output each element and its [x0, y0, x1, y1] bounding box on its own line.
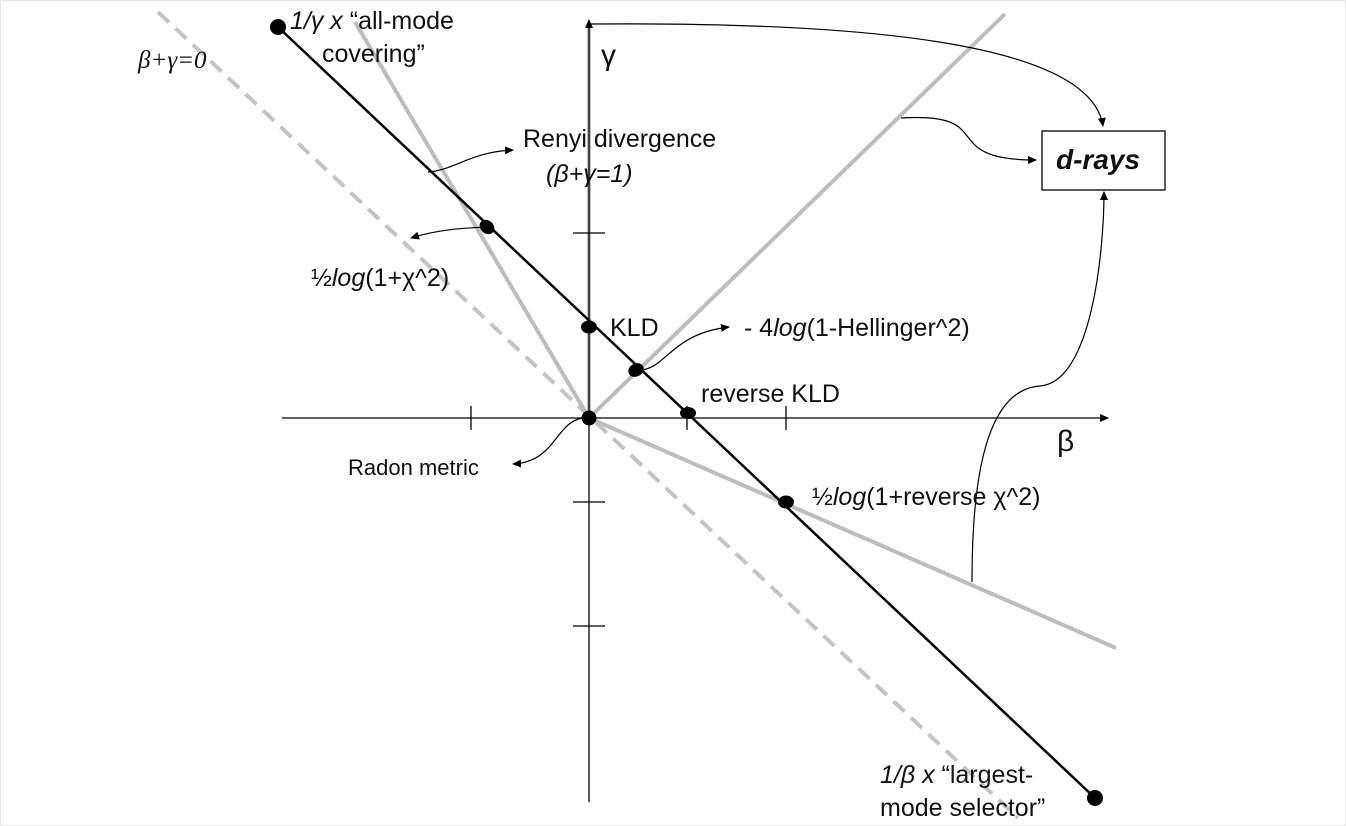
- ray-positive-diagonal: [587, 12, 1007, 420]
- bottom-end-label: 1/β x “largest-: [880, 761, 1033, 789]
- chi-pointer-arrow: [410, 226, 488, 240]
- rchi-half: ½: [812, 483, 833, 511]
- d-rays-box: [1041, 130, 1166, 191]
- beta-axis-label: β: [1057, 425, 1075, 458]
- hellinger-label: - 4log(1-Hellinger^2): [744, 314, 970, 342]
- half-log-chi-half: ½: [311, 264, 332, 292]
- half-log-chi-rest: (1+χ^2): [365, 264, 450, 292]
- d-rays-label: d-rays: [1056, 144, 1141, 175]
- hellinger-rest: (1-Hellinger^2): [806, 314, 970, 342]
- point-reverse-chi: [778, 495, 794, 509]
- kld-label: KLD: [610, 314, 659, 342]
- bottom-end-coef: 1/β x: [880, 761, 935, 789]
- rchi-log: log: [832, 483, 867, 511]
- hellinger-log: log: [773, 314, 807, 342]
- radon-pointer-arrow: [512, 417, 584, 468]
- hellinger-pointer-arrow: [638, 323, 730, 371]
- d-rays-arrow-top: [590, 23, 1106, 127]
- point-hellinger: [628, 363, 644, 377]
- half-log-chi-log: log: [331, 264, 366, 292]
- point-reverse-kld: [680, 407, 696, 419]
- ray-steep: [353, 20, 591, 420]
- top-end-text-1: “all-mode: [342, 7, 454, 35]
- d-rays-arrow-bottom: [971, 191, 1108, 583]
- top-end-label-line2: covering”: [322, 40, 425, 68]
- bottom-end-label-line2: mode selector”: [880, 794, 1046, 822]
- hellinger-prefix: - 4: [744, 314, 774, 342]
- reverse-kld-label: reverse KLD: [701, 380, 840, 408]
- radon-metric-label: Radon metric: [348, 455, 479, 480]
- renyi-condition-label: (β+γ=1): [546, 160, 633, 188]
- renyi-pointer-arrow: [427, 146, 514, 173]
- axis-ticks: [470, 232, 787, 627]
- point-origin: [581, 410, 597, 426]
- point-top-end: [270, 19, 286, 35]
- renyi-label: Renyi divergence: [523, 125, 717, 153]
- point-bottom-end: [1087, 790, 1103, 806]
- bottom-end-text-1: “largest-: [934, 761, 1034, 789]
- half-log-reverse-chi-label: ½log(1+reverse χ^2): [812, 483, 1040, 511]
- d-rays-arrow-middle: [900, 116, 1037, 164]
- rchi-rest: (1+reverse χ^2): [866, 483, 1041, 511]
- gamma-axis-label: γ: [601, 39, 616, 72]
- top-end-label: 1/γ x “all-mode: [290, 7, 454, 35]
- half-log-chi-label: ½log(1+χ^2): [311, 264, 449, 292]
- sum-zero-label: β+γ=0: [138, 47, 207, 74]
- ray-shallow: [588, 416, 1117, 650]
- point-kld: [581, 320, 597, 334]
- top-end-coef: 1/γ x: [290, 7, 343, 35]
